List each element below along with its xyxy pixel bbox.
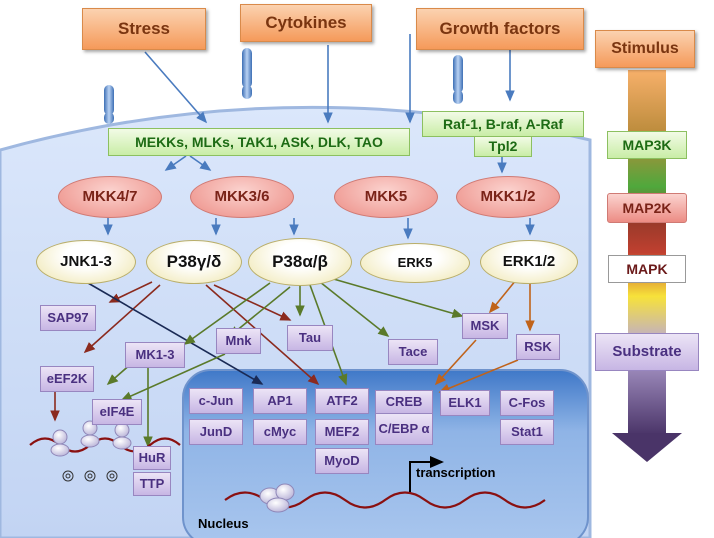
substrate-msk: MSK [462,313,508,339]
receptor-left [104,85,114,124]
nuclear-elk1: ELK1 [440,390,490,416]
mkk47-node: MKK4/7 [58,176,162,218]
substrate-eif4e: eIF4E [92,399,142,425]
stimulus-stress: Stress [82,8,206,50]
receptor-middle [242,48,252,99]
receptor-right [453,55,463,104]
legend-substrate: Substrate [595,333,699,371]
legend-map2k: MAP2K [607,193,687,223]
map3k-left-box: MEKKs, MLKs, TAK1, ASK, DLK, TAO [108,128,410,156]
nucleus-label: Nucleus [198,516,249,531]
stimulus-cytokines: Cytokines [240,4,372,42]
substrate-mk13: MK1-3 [125,342,185,368]
substrate-eef2k: eEF2K [40,366,94,392]
nuclear-stat1: Stat1 [500,419,554,445]
substrate-arrows [50,277,535,448]
mkk5-node: MKK5 [334,176,438,218]
nuclear-atf2: ATF2 [315,388,369,414]
substrate-ttp: TTP [133,472,171,496]
stimulus-growth-factors: Growth factors [416,8,584,50]
nuclear-creb: CREB [375,390,433,414]
p38-alpha-beta-node: P38α/β [248,238,352,286]
nuclear-cjun: c-Jun [189,388,243,414]
substrate-tace: Tace [388,339,438,365]
transcription-arrow [409,456,444,492]
nuclear-cmyc: cMyc [253,419,307,445]
substrate-sap97: SAP97 [40,305,96,331]
cytoplasm-ribosomes [50,420,132,457]
legend-map3k: MAP3K [607,131,687,159]
legend-gradient-bar [628,70,666,435]
map3k-tpl2-box: Tpl2 [474,136,532,157]
mkk36-node: MKK3/6 [190,176,294,218]
nuclear-myod: MyoD [315,448,369,474]
transcription-label: transcription [416,465,496,480]
legend-arrowhead [612,433,682,462]
substrate-hur: HuR [133,446,171,470]
substrate-mnk: Mnk [216,328,261,354]
p38-gamma-delta-node: P38γ/δ [146,240,242,284]
protein-products [62,470,118,482]
erk5-node: ERK5 [360,243,470,283]
map3k-raf-box: Raf-1, B-raf, A-Raf [422,111,584,137]
nuclear-jund: JunD [189,419,243,445]
substrate-tau: Tau [287,325,333,351]
erk12-node: ERK1/2 [480,240,578,284]
legend-mapk: MAPK [608,255,686,283]
mkk12-node: MKK1/2 [456,176,560,218]
nuclear-ribosome [259,483,295,513]
nuclear-cebp: C/EBP α [375,413,433,445]
jnk-node: JNK1-3 [36,240,136,284]
stimulus-arrows [103,34,535,240]
legend-stimulus: Stimulus [595,30,695,68]
nuclear-mef2: MEF2 [315,419,369,445]
substrate-rsk: RSK [516,334,560,360]
nuclear-cfos: C-Fos [500,390,554,416]
nuclear-ap1: AP1 [253,388,307,414]
